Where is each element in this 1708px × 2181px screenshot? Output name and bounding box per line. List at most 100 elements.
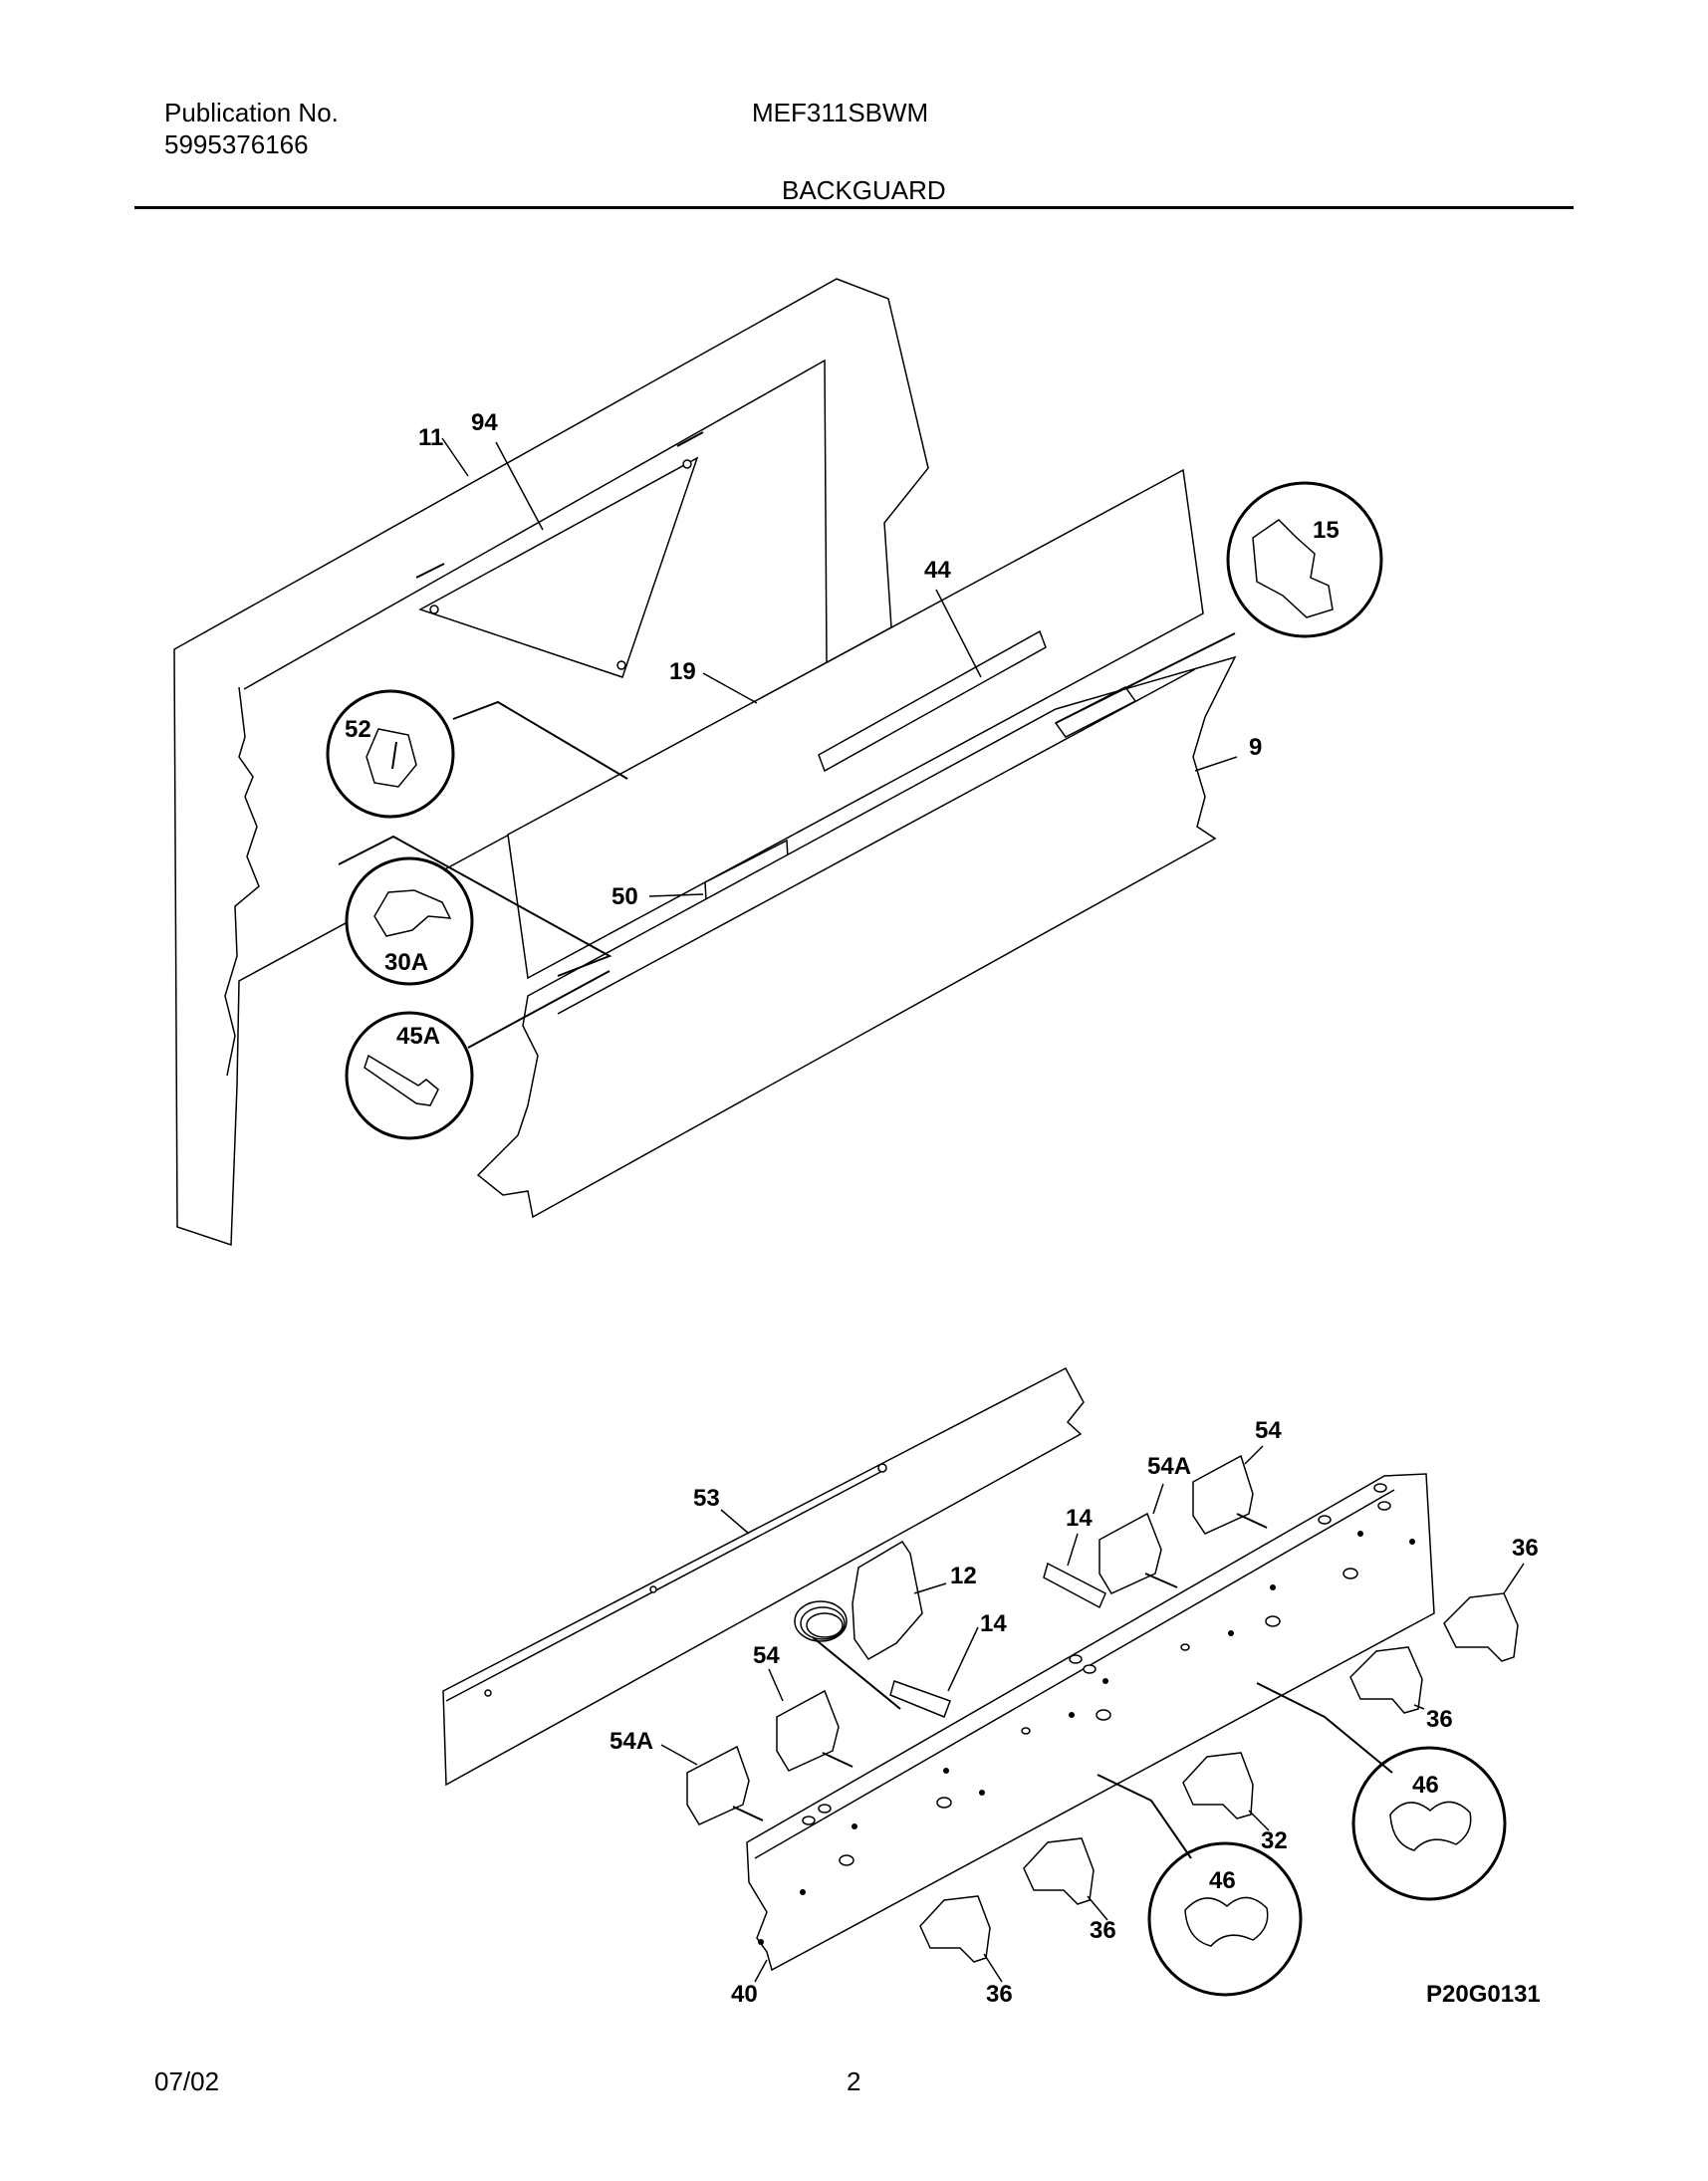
indicator-14-lower [889,1680,951,1718]
leader-54-left [768,1668,784,1702]
control-bracket-fold [754,1489,1395,1859]
part-46-mid [1184,1896,1269,1947]
callout-54-left: 54 [753,1642,780,1669]
lead-46-mid [1097,1774,1192,1859]
switch-54-top-shaft [1236,1513,1268,1529]
switch-54A-top [1098,1512,1162,1594]
callout-36-bottom: 36 [986,1981,1013,2008]
leader-54-top [1244,1445,1264,1465]
callout-9: 9 [1249,734,1262,761]
knob-36-lower [1023,1837,1095,1905]
lower-panel-edge [557,668,1196,1015]
callout-14-mid: 14 [980,1610,1007,1637]
leader-14-mid [947,1626,979,1692]
callout-14-top: 14 [1066,1505,1093,1532]
part-15 [1252,519,1334,618]
callout-36-right: 36 [1512,1535,1539,1562]
bracket-hole-2 [682,459,692,469]
lead-52 [452,700,628,780]
switch-12 [852,1540,923,1660]
lead-46-right [1256,1682,1393,1774]
footer-page-number: 2 [847,2066,861,2096]
part-45A [364,1054,439,1106]
panel-strip-hole-1 [877,1463,887,1473]
leader-53 [720,1509,750,1535]
callout-45A: 45A [396,1023,440,1050]
switch-54A-left [686,1745,750,1825]
callout-32: 32 [1261,1827,1288,1854]
callout-30A: 30A [384,949,428,976]
leader-50 [648,893,704,897]
switch-54-left-shaft [822,1752,854,1768]
callout-15: 15 [1313,517,1340,544]
control-bracket-40 [746,1473,1435,1972]
bracket-hole-3 [616,660,626,670]
callout-36-lower: 36 [1090,1917,1116,1944]
callout-50: 50 [611,883,638,910]
panel-strip-hole-2 [649,1585,657,1593]
lower-panel-9 [476,655,1237,1219]
panel-strip-53 [442,1366,1085,1787]
section-title: BACKGUARD [782,175,946,205]
leader-54A-top [1152,1483,1164,1515]
knob-36-right [1443,1592,1519,1662]
knob-32 [1182,1752,1254,1819]
leader-36-bottom [983,1953,1003,1983]
callout-46-right: 46 [1412,1772,1439,1799]
wire-coil [794,1600,901,1710]
leader-9 [1194,756,1238,772]
control-bracket-holes [802,1483,1391,1866]
leader-12 [913,1582,947,1594]
indicator-14-upper [1043,1562,1106,1609]
leader-14-top [1067,1533,1079,1567]
leader-36-lower [1087,1895,1108,1921]
lead-45A [467,970,610,1049]
part-30A [373,889,452,937]
header-divider [134,206,1574,209]
callout-19: 19 [669,658,696,685]
callout-40: 40 [731,1981,758,2008]
callout-46-mid: 46 [1209,1867,1236,1894]
control-bracket-dots [758,1531,1415,1945]
leader-32 [1248,1810,1270,1831]
bracket-hole-1 [429,605,439,614]
switch-54A-left-shaft [732,1806,764,1821]
detail-circle-45A [345,1011,474,1140]
footer-date: 07/02 [154,2066,220,2096]
trim-strip-44 [818,629,1047,773]
callout-11: 11 [418,424,443,451]
part-52-keyhole [391,741,397,770]
lead-15 [1055,632,1236,724]
switch-54-top [1192,1454,1254,1535]
callout-94: 94 [471,409,498,436]
part-46-right [1389,1801,1472,1851]
callout-12: 12 [950,1563,977,1589]
knob-36-mid [1349,1646,1423,1714]
callout-53: 53 [693,1485,720,1512]
leader-94 [495,441,544,531]
frame-side-edge [224,686,260,1077]
leader-44 [935,589,982,678]
diagram-code: P20G0131 [1426,1981,1541,2008]
lead-30A [338,835,612,977]
publication-label: Publication No. [164,98,339,127]
callout-54A-left: 54A [610,1728,653,1755]
frame-inner-edge [243,359,828,690]
model-number: MEF311SBWM [752,98,929,127]
switch-54A-top-shaft [1144,1573,1178,1588]
leader-11 [441,437,469,477]
panel-strip-edge [445,1469,885,1702]
leader-36-mid [1413,1704,1425,1710]
publication-number: 5995376166 [164,129,309,159]
leader-54A-left [660,1744,698,1766]
callout-36-mid: 36 [1426,1706,1453,1733]
control-panel-19 [507,468,1204,980]
part-52 [366,728,417,788]
frame-slot-right [676,431,704,447]
knob-36-bottom [919,1895,991,1963]
bracket-94 [418,456,699,678]
callout-54-top: 54 [1255,1417,1282,1444]
frame-slot-left [415,563,445,579]
callout-44: 44 [924,557,951,584]
